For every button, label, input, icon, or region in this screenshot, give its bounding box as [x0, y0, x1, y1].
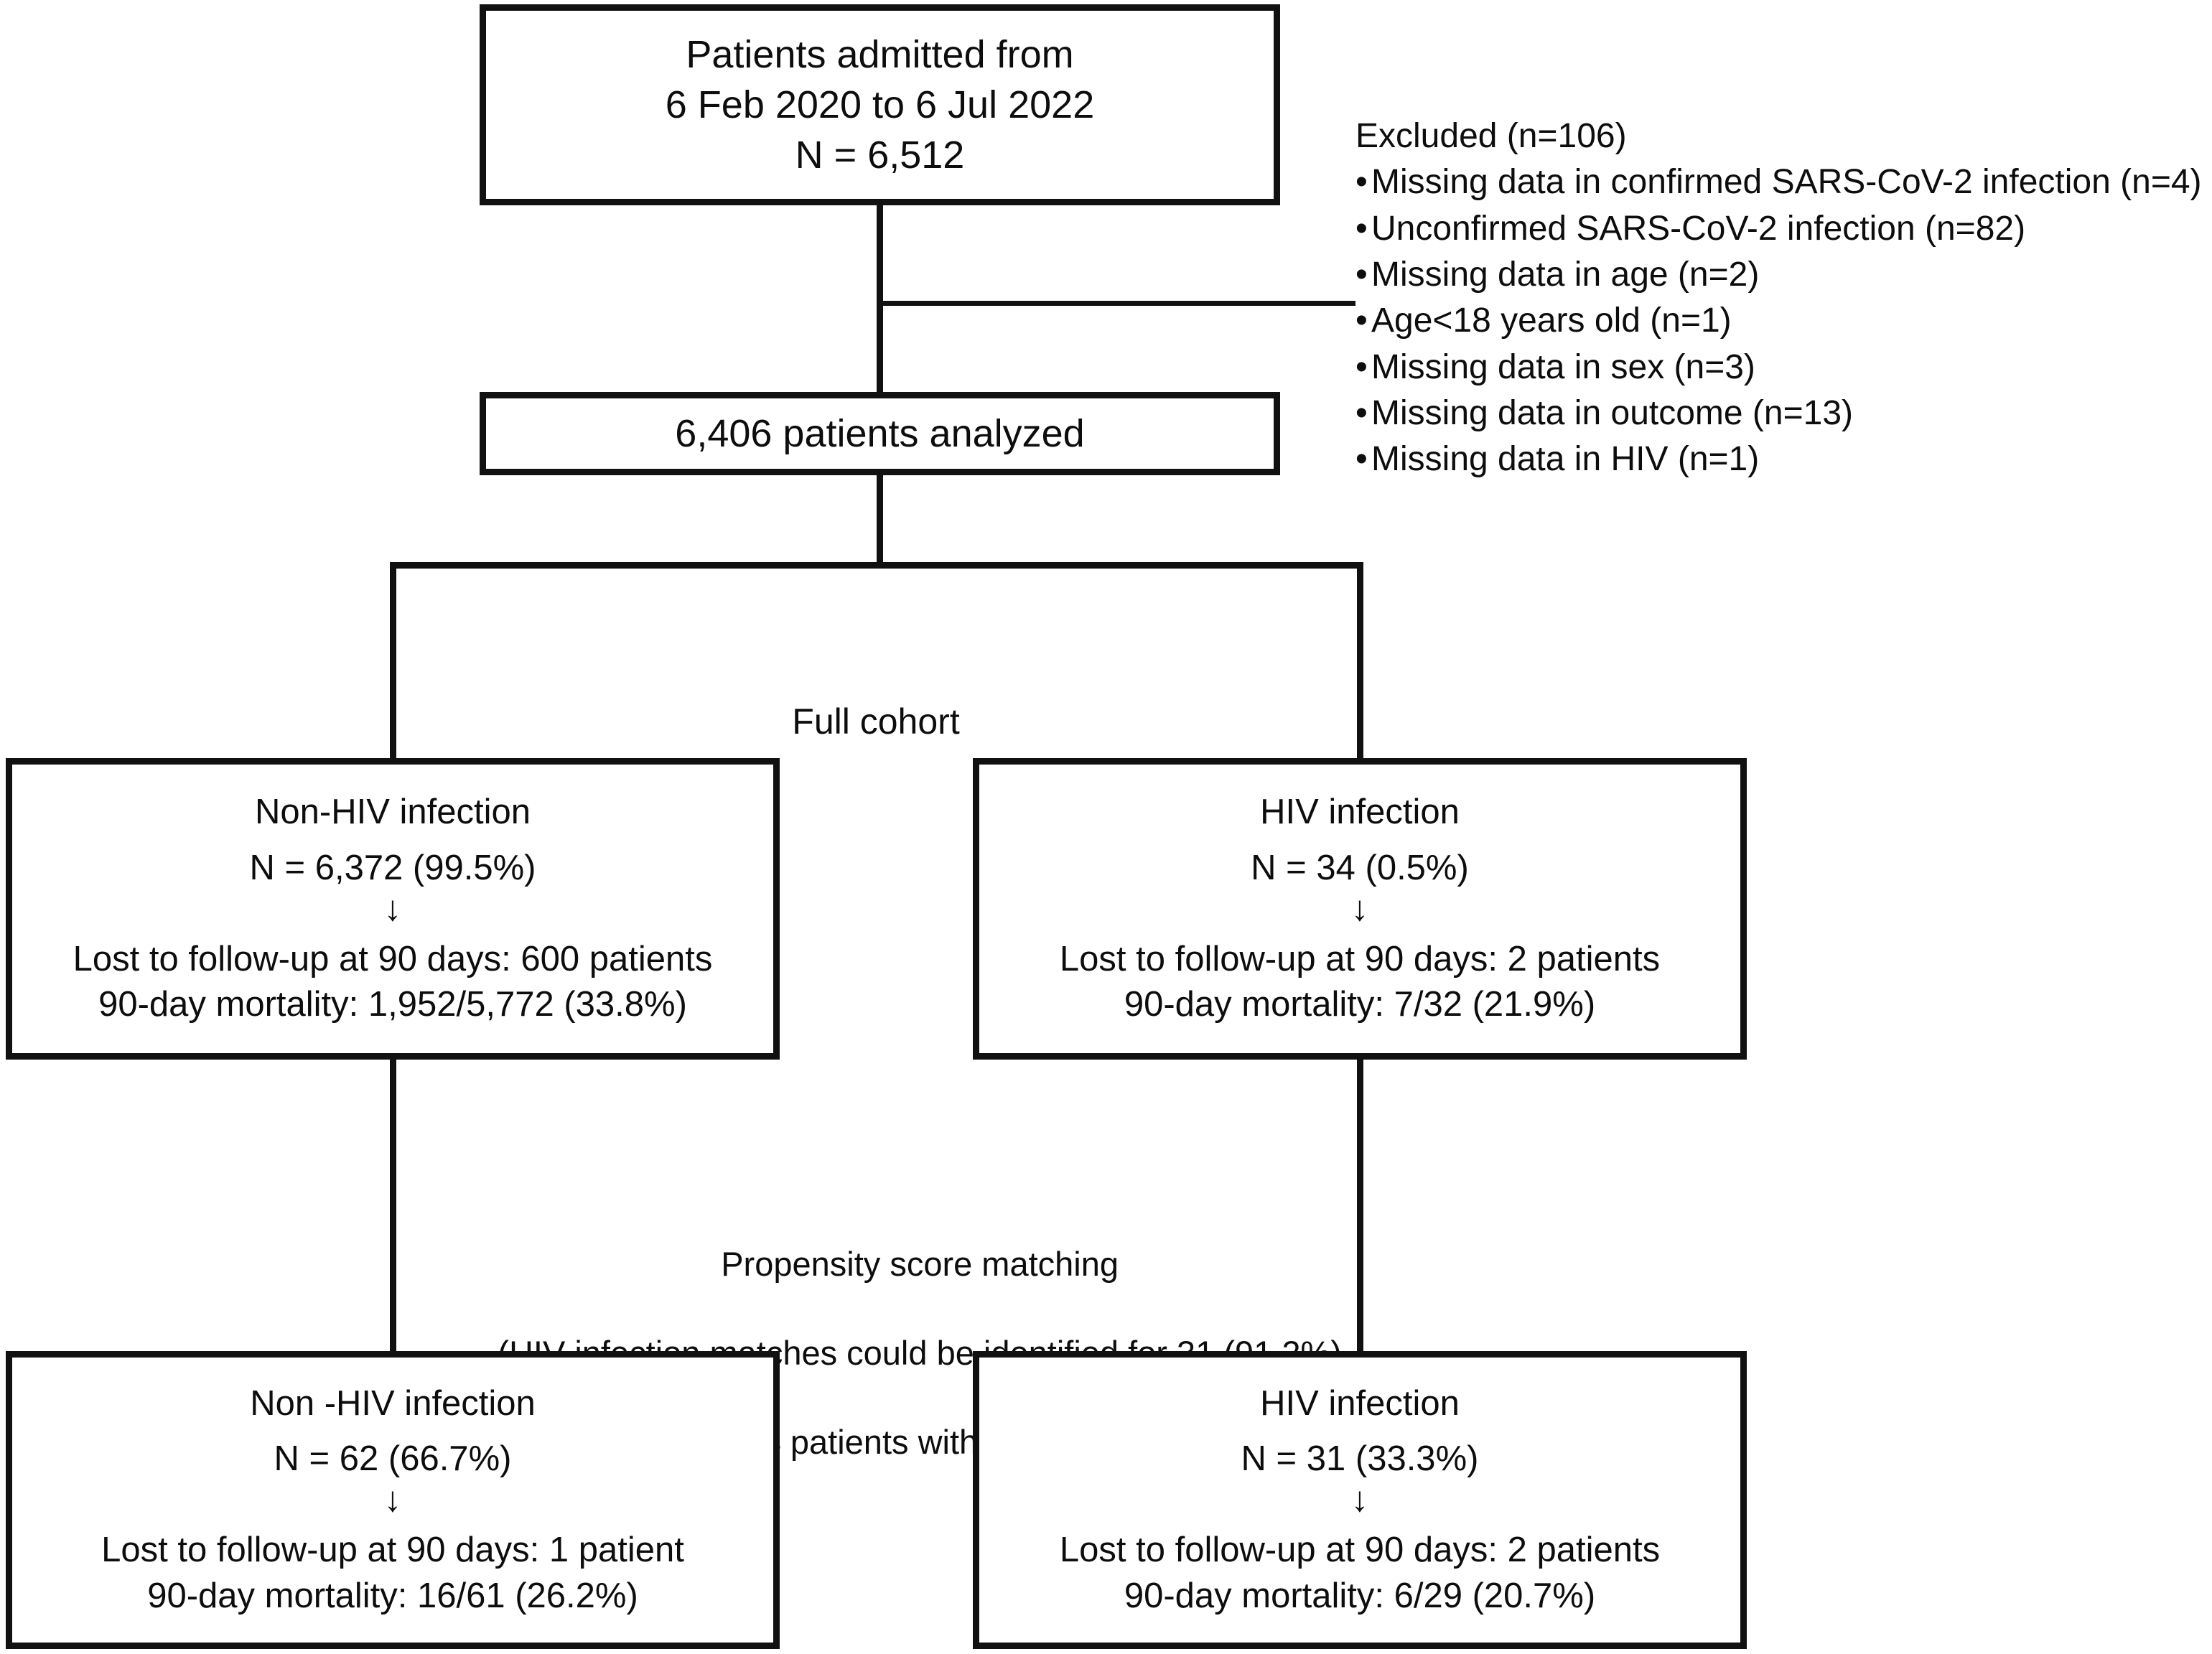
connector-admitted-to-analyzed — [877, 205, 883, 393]
connector-hiv-to-matched — [1357, 1057, 1363, 1352]
admitted-line-3: N = 6,512 — [795, 134, 965, 177]
connector-analyzed-to-split — [877, 475, 883, 567]
connector-exclusion-branch — [882, 301, 1355, 306]
fc-hiv-lost: Lost to follow-up at 90 days: 2 patients — [1059, 939, 1661, 978]
box-patients-analyzed: 6,406 patients analyzed — [480, 392, 1280, 475]
connector-cohort-split-bar — [390, 562, 1363, 569]
list-item: •Missing data in confirmed SARS-CoV-2 in… — [1355, 159, 2202, 205]
box-matched-non-hiv: Non -HIV infection N = 62 (66.7%) ↓ Lost… — [6, 1351, 780, 1649]
bullet-icon: • — [1355, 209, 1368, 248]
ps-nonhiv-mortality: 90-day mortality: 16/61 (26.2%) — [147, 1576, 638, 1615]
fc-nonhiv-lost: Lost to follow-up at 90 days: 600 patien… — [73, 939, 713, 978]
list-item: •Missing data in sex (n=3) — [1355, 345, 2202, 391]
ps-hiv-mortality: 90-day mortality: 6/29 (20.7%) — [1124, 1576, 1596, 1615]
excluded-item-text: Missing data in HIV (n=1) — [1371, 440, 1760, 479]
excluded-item-text: Age<18 years old (n=1) — [1371, 302, 1732, 340]
list-item: •Age<18 years old (n=1) — [1355, 298, 2202, 344]
label-full-cohort: Full cohort — [792, 701, 960, 742]
list-item: •Missing data in outcome (n=13) — [1355, 391, 2202, 436]
psm-line-1: Propensity score matching — [721, 1245, 1119, 1284]
connector-nonhiv-to-matched — [390, 1057, 396, 1352]
fc-nonhiv-n: N = 6,372 (99.5%) — [249, 848, 536, 887]
bullet-icon: • — [1355, 302, 1368, 340]
excluded-item-text: Missing data in age (n=2) — [1371, 255, 1760, 294]
down-arrow-icon: ↓ — [1350, 1480, 1369, 1519]
fc-hiv-n: N = 34 (0.5%) — [1251, 848, 1469, 887]
down-arrow-icon: ↓ — [383, 1480, 402, 1519]
ps-nonhiv-title: Non -HIV infection — [250, 1383, 536, 1423]
admitted-line-2: 6 Feb 2020 to 6 Jul 2022 — [665, 83, 1095, 126]
admitted-line-1: Patients admitted from — [686, 32, 1074, 76]
fc-hiv-mortality: 90-day mortality: 7/32 (21.9%) — [1124, 985, 1596, 1024]
box-full-cohort-hiv: HIV infection N = 34 (0.5%) ↓ Lost to fo… — [973, 758, 1747, 1060]
fc-nonhiv-title: Non-HIV infection — [254, 793, 531, 832]
bullet-icon: • — [1355, 255, 1368, 294]
box-patients-admitted: Patients admitted from 6 Feb 2020 to 6 J… — [480, 4, 1280, 205]
bullet-icon: • — [1355, 163, 1368, 202]
ps-hiv-title: HIV infection — [1260, 1383, 1460, 1423]
fc-hiv-title: HIV infection — [1260, 793, 1460, 832]
excluded-items-list: •Missing data in confirmed SARS-CoV-2 in… — [1355, 159, 2202, 482]
bullet-icon: • — [1355, 393, 1368, 432]
excluded-item-text: Missing data in outcome (n=13) — [1371, 393, 1854, 432]
analyzed-line-1: 6,406 patients analyzed — [675, 411, 1085, 455]
fc-nonhiv-mortality: 90-day mortality: 1,952/5,772 (33.8%) — [98, 985, 687, 1024]
down-arrow-icon: ↓ — [383, 889, 402, 928]
excluded-item-text: Missing data in sex (n=3) — [1371, 347, 1755, 386]
connector-split-leg-left — [390, 562, 396, 760]
ps-hiv-n: N = 31 (33.3%) — [1241, 1439, 1479, 1479]
list-item: •Missing data in age (n=2) — [1355, 252, 2202, 298]
down-arrow-icon: ↓ — [1350, 889, 1369, 928]
ps-nonhiv-lost: Lost to follow-up at 90 days: 1 patient — [101, 1531, 684, 1569]
box-matched-hiv: HIV infection N = 31 (33.3%) ↓ Lost to f… — [973, 1351, 1747, 1649]
list-item: •Missing data in HIV (n=1) — [1355, 436, 2202, 482]
connector-split-leg-right — [1357, 562, 1363, 760]
ps-nonhiv-n: N = 62 (66.7%) — [274, 1439, 512, 1479]
excluded-criteria-block: Excluded (n=106) •Missing data in confir… — [1355, 113, 2202, 483]
box-full-cohort-non-hiv: Non-HIV infection N = 6,372 (99.5%) ↓ Lo… — [6, 758, 780, 1060]
excluded-item-text: Missing data in confirmed SARS-CoV-2 inf… — [1371, 163, 2202, 202]
bullet-icon: • — [1355, 347, 1368, 386]
excluded-title: Excluded (n=106) — [1355, 117, 1627, 155]
list-item: •Unconfirmed SARS-CoV-2 infection (n=82) — [1355, 206, 2202, 252]
bullet-icon: • — [1355, 440, 1368, 479]
excluded-item-text: Unconfirmed SARS-CoV-2 infection (n=82) — [1371, 209, 2026, 248]
ps-hiv-lost: Lost to follow-up at 90 days: 2 patients — [1059, 1531, 1661, 1569]
